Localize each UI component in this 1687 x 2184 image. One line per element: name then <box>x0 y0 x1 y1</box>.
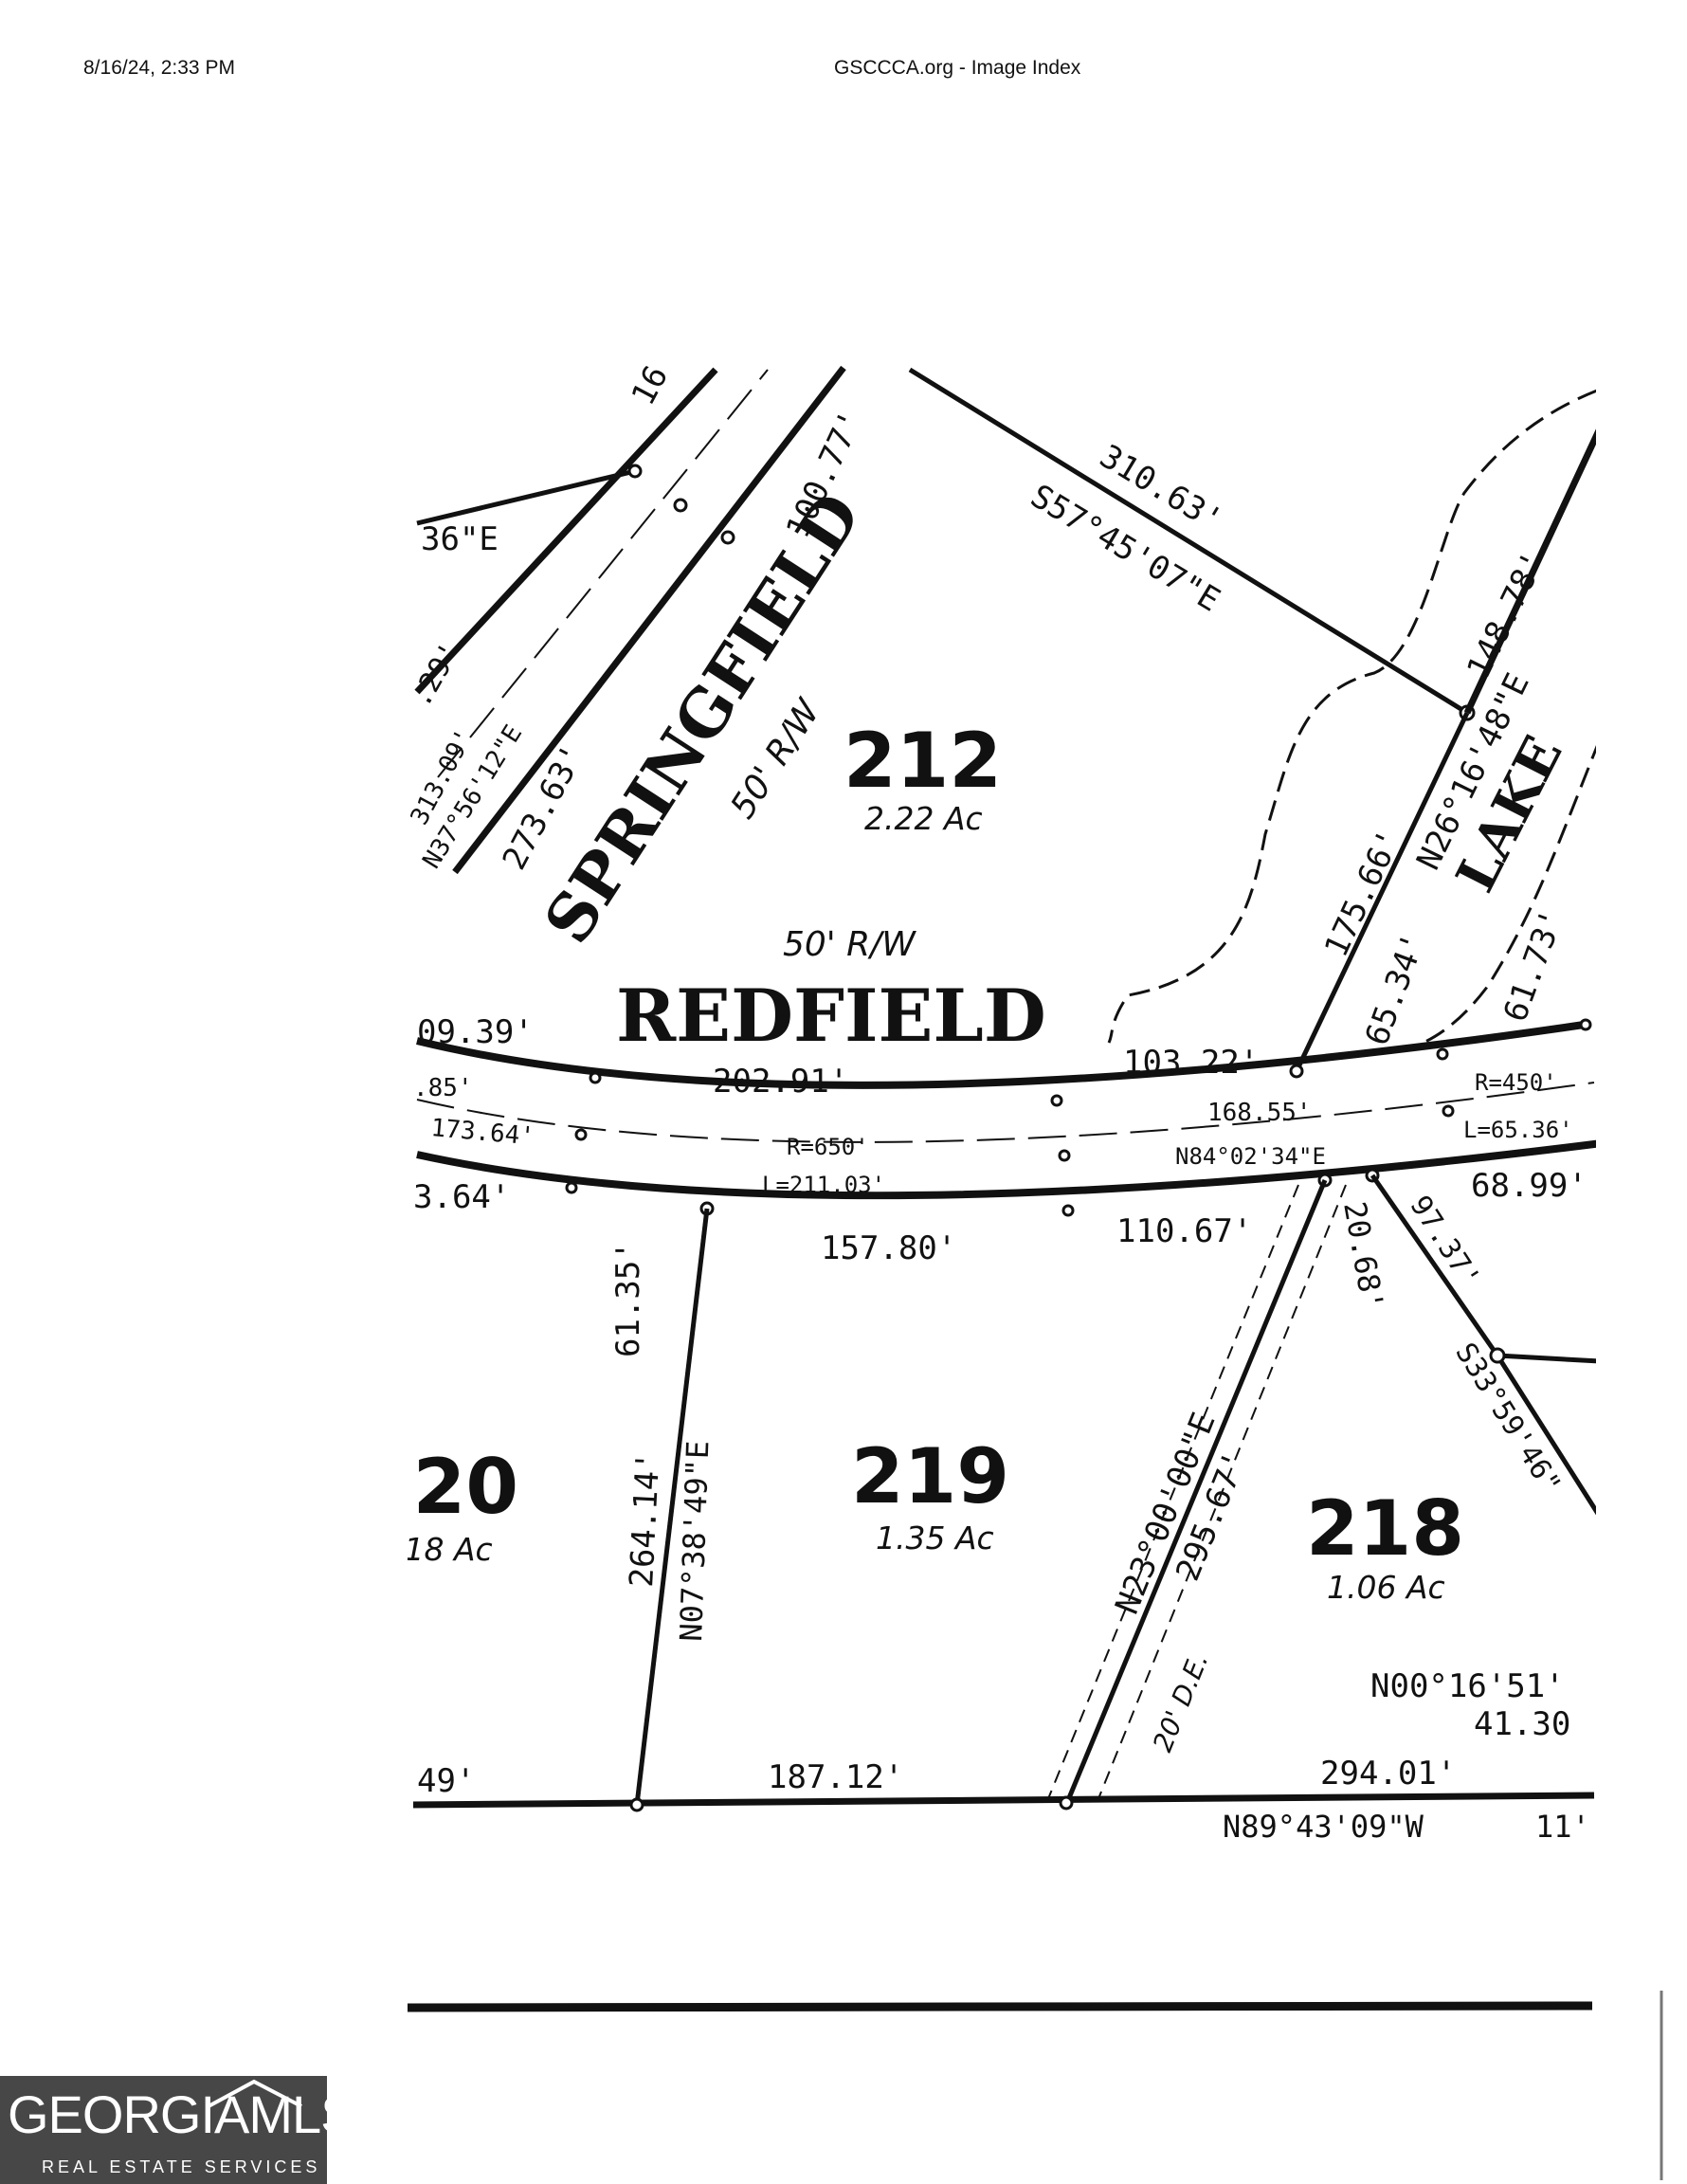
lake-road-line <box>1463 427 1604 715</box>
iron-pin <box>673 498 688 513</box>
redfield-south-line <box>416 1139 1603 1200</box>
iron-pin <box>589 1071 602 1084</box>
dim-label: N00°16'51' <box>1370 1667 1565 1705</box>
iron-pin <box>574 1128 588 1141</box>
lake-shoreline-south <box>1402 738 1602 1052</box>
lot-line-east <box>1497 1353 1601 1364</box>
iron-pin <box>629 1797 644 1812</box>
crop-mask-right-top <box>1596 360 1687 1839</box>
dim-label: N84°02'34"E <box>1175 1143 1326 1170</box>
page-header-title: GSCCCA.org - Image Index <box>834 57 1081 79</box>
springfield-line-west <box>414 367 718 695</box>
iron-pin <box>1489 1347 1506 1364</box>
iron-pin <box>1442 1104 1455 1118</box>
house-roof-icon <box>208 2079 302 2108</box>
dim-label: L=211.03' <box>762 1172 885 1198</box>
dim-label: .29' <box>405 637 467 713</box>
lot-219-west-line <box>634 1208 710 1806</box>
dim-label: 3.64' <box>413 1178 510 1216</box>
dim-label: 41.30 <box>1474 1705 1570 1743</box>
lot-219-number: 219 <box>851 1432 1009 1520</box>
iron-pin <box>1061 1204 1075 1217</box>
print-datetime: 8/16/24, 2:33 PM <box>83 57 235 79</box>
dim-label: 202.91' <box>713 1063 848 1101</box>
dim-label: 09.39' <box>417 1013 534 1051</box>
crop-mask-left-top <box>0 360 408 1839</box>
dim-label: 20.68' <box>1336 1199 1390 1313</box>
iron-pin <box>1579 1018 1592 1031</box>
drainage-easement-west <box>1046 1184 1299 1802</box>
dim-label: 168.55' <box>1207 1099 1312 1127</box>
dim-label: 157.80' <box>821 1229 956 1267</box>
dim-label: R=650' <box>787 1134 869 1160</box>
dim-label: 49' <box>417 1762 475 1800</box>
dim-label: L=65.36' <box>1463 1117 1573 1143</box>
redfield-centerline <box>416 1082 1595 1143</box>
frame-line <box>407 2001 1593 2012</box>
iron-pin <box>565 1181 578 1194</box>
logo-sub-text: REAL ESTATE SERVICES <box>42 2157 321 2176</box>
lot-line-36e <box>416 468 636 526</box>
iron-pin <box>1436 1047 1449 1061</box>
lot-212-acreage: 2.22 Ac <box>864 800 983 837</box>
dim-label: 68.99' <box>1471 1167 1587 1205</box>
springfield-line-east <box>452 365 846 875</box>
lot-212-north-line <box>908 367 1469 716</box>
dim-label: S33°59'46" <box>1448 1338 1567 1501</box>
dim-label: 20' D.E. <box>1147 1648 1215 1756</box>
dim-label: 187.12' <box>768 1758 903 1796</box>
iron-pin <box>1058 1149 1071 1162</box>
springfield-centerline <box>437 369 769 778</box>
lot-south-line <box>408 1792 1595 1809</box>
lake-shoreline <box>1107 389 1598 1044</box>
dim-label: 61.35' <box>609 1241 647 1357</box>
road-redfield-row: 50' R/W <box>783 925 916 964</box>
redfield-north-line <box>416 1020 1591 1089</box>
logo-main-text: GEORGIAMLS <box>8 2084 356 2144</box>
dim-label: R=450' <box>1475 1069 1557 1096</box>
dim-label: 110.67' <box>1116 1212 1252 1250</box>
dim-label: N89°43'09"W <box>1223 1809 1424 1845</box>
iron-pin <box>1289 1064 1304 1079</box>
iron-pin <box>1059 1795 1074 1811</box>
dim-label: 103.22' <box>1123 1044 1259 1082</box>
iron-pin <box>1050 1094 1063 1107</box>
crop-mask-top <box>0 284 1687 364</box>
dim-label: 148.78' <box>1460 546 1553 684</box>
dim-label: 294.01' <box>1320 1755 1456 1793</box>
dim-label: 65.34' <box>1358 928 1434 1050</box>
lot-218-east-line <box>1370 1174 1500 1357</box>
dim-label: 264.14' <box>623 1450 667 1588</box>
lot-219-acreage: 1.35 Ac <box>876 1520 994 1556</box>
dim-label: 11' <box>1535 1809 1590 1845</box>
lot-219-east-line <box>1063 1179 1328 1806</box>
drainage-easement-east <box>1097 1184 1347 1802</box>
road-redfield: REDFIELD <box>616 974 1046 1058</box>
dim-label: 61.73' <box>1497 904 1572 1027</box>
lot-218-acreage: 1.06 Ac <box>1327 1569 1445 1606</box>
iron-pin <box>720 530 735 545</box>
dim-label: 16 <box>625 359 677 411</box>
dim-label: .85' <box>413 1074 473 1102</box>
georgia-mls-logo: GEORGIAMLS REAL ESTATE SERVICES <box>0 2076 356 2184</box>
lot-212-number: 212 <box>844 717 1002 805</box>
iron-pin <box>627 464 643 479</box>
lot-218-number: 218 <box>1306 1484 1464 1573</box>
lot-212-east-line <box>1294 711 1470 1073</box>
lot-218-east-line-2 <box>1495 1354 1603 1519</box>
dim-label: 36"E <box>421 520 499 558</box>
dim-label: N07°38'49"E <box>673 1440 716 1642</box>
